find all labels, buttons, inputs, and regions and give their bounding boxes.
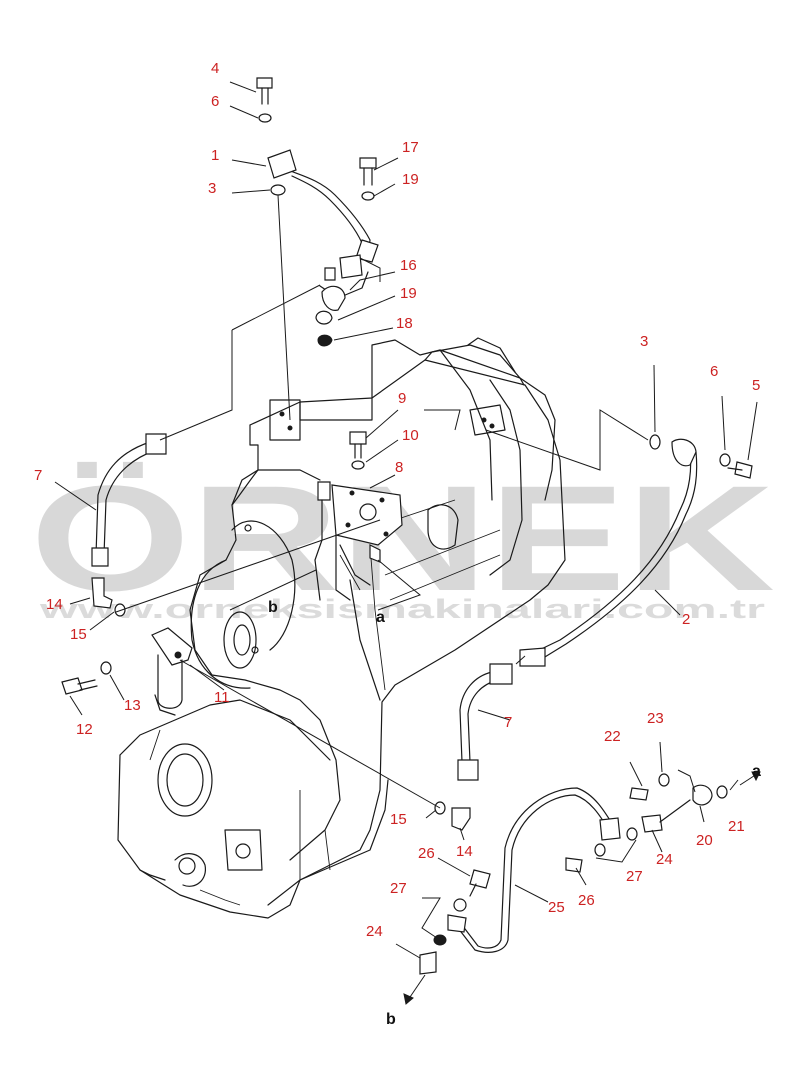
clamp-parts bbox=[315, 285, 346, 347]
callout: 17 bbox=[402, 139, 419, 156]
callout: 16 bbox=[400, 257, 417, 274]
callout: 7 bbox=[504, 714, 512, 731]
callout: 5 bbox=[752, 377, 760, 394]
hardware bbox=[61, 77, 753, 975]
callout: 15 bbox=[70, 626, 87, 643]
callout: 3 bbox=[208, 180, 216, 197]
bracket-assembly bbox=[314, 481, 403, 601]
ref-b-lower: b bbox=[386, 1011, 396, 1028]
ref-a-lower: a bbox=[752, 763, 761, 780]
watermark-brand: ÖRNEK bbox=[30, 454, 775, 622]
callout: 3 bbox=[640, 333, 648, 350]
callout: 20 bbox=[696, 832, 713, 849]
callout: 27 bbox=[390, 880, 407, 897]
callouts: 4 6 1 3 17 19 16 19 18 3 6 5 9 10 8 7 2 … bbox=[34, 60, 760, 940]
callout: 15 bbox=[390, 811, 407, 828]
callout: 22 bbox=[604, 728, 621, 745]
callout: 6 bbox=[211, 93, 219, 110]
pipe-1 bbox=[267, 149, 379, 299]
callout: 24 bbox=[656, 851, 673, 868]
ref-a-upper: a bbox=[376, 609, 385, 626]
pipe-2 bbox=[519, 438, 698, 667]
ref-b-upper: b bbox=[268, 599, 278, 616]
leader-lines bbox=[54, 81, 758, 959]
watermark-url: www.orneksismakinalari.com.tr bbox=[38, 594, 766, 624]
callout: 12 bbox=[76, 721, 93, 738]
reference-letters: a b a b bbox=[268, 599, 761, 1028]
callout: 8 bbox=[395, 459, 403, 476]
pipe-25 bbox=[447, 787, 621, 953]
callout: 14 bbox=[456, 843, 473, 860]
callout: 10 bbox=[402, 427, 419, 444]
callout: 18 bbox=[396, 315, 413, 332]
callout: 26 bbox=[578, 892, 595, 909]
callout: 2 bbox=[682, 611, 690, 628]
transmission-housing bbox=[117, 337, 566, 919]
filler-tube bbox=[151, 627, 193, 716]
callout: 9 bbox=[398, 390, 406, 407]
callout: 7 bbox=[34, 467, 42, 484]
callout: 6 bbox=[710, 363, 718, 380]
callout: 19 bbox=[400, 285, 417, 302]
callout: 21 bbox=[728, 818, 745, 835]
callout: 26 bbox=[418, 845, 435, 862]
callout: 23 bbox=[647, 710, 664, 727]
callout: 11 bbox=[214, 689, 230, 706]
callout: 1 bbox=[211, 147, 219, 164]
callout: 14 bbox=[46, 596, 63, 613]
callout: 27 bbox=[626, 868, 643, 885]
callout: 13 bbox=[124, 697, 141, 714]
pipe-7-right bbox=[457, 663, 513, 781]
pipe-7-left bbox=[91, 433, 167, 567]
watermark: ÖRNEK www.orneksismakinalari.com.tr bbox=[30, 454, 775, 624]
arrows bbox=[403, 771, 761, 1005]
callout: 19 bbox=[402, 171, 419, 188]
callout: 4 bbox=[211, 60, 219, 77]
callout: 25 bbox=[548, 899, 565, 916]
callout: 24 bbox=[366, 923, 383, 940]
